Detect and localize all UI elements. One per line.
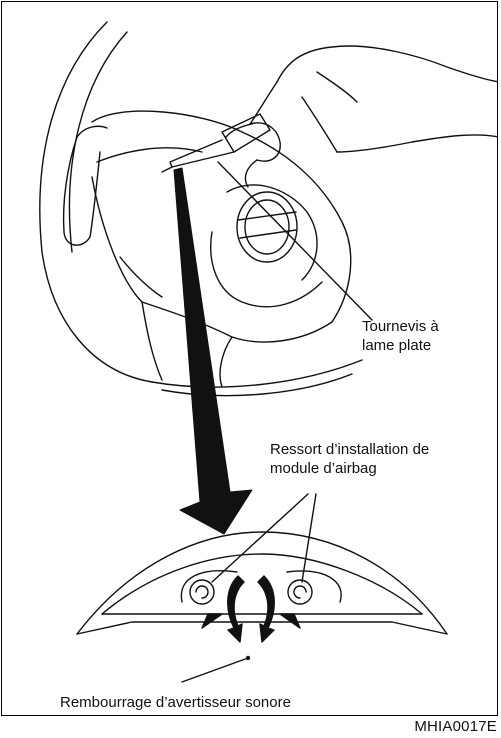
figure-code: MHIA0017E xyxy=(414,718,497,735)
emblem-icon xyxy=(237,192,297,262)
release-arrows xyxy=(202,576,300,642)
hand xyxy=(245,46,498,187)
label-horn-pad: Rembourrage d’avertisseur sonore xyxy=(60,694,291,712)
label-spring-line1: Ressort d’installation de xyxy=(270,441,429,459)
label-screwdriver-line2: lame plate xyxy=(362,337,431,355)
diagram-frame: Tournevis à lame plate Ressort d’install… xyxy=(1,1,498,716)
pad-leader-dot xyxy=(247,657,250,660)
label-screwdriver-line1: Tournevis à xyxy=(362,318,439,336)
pad-leader xyxy=(182,658,248,682)
big-down-arrow xyxy=(174,168,252,534)
airbag-hub xyxy=(92,111,351,387)
illustration xyxy=(2,2,498,716)
label-spring-line2: module d’airbag xyxy=(270,460,377,478)
